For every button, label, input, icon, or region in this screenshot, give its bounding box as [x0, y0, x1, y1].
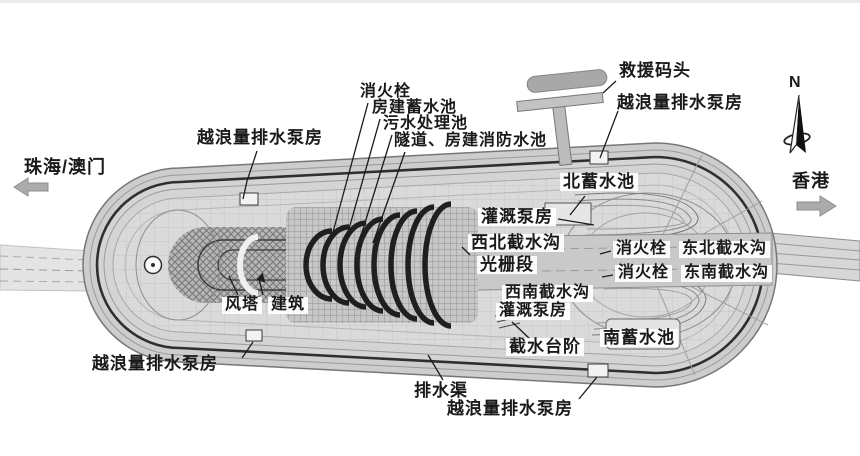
- east-exit-road: [769, 232, 860, 282]
- label-row-southeast: 消火栓东南截水沟: [615, 264, 773, 282]
- label-rescue-dock: 救援码头: [619, 61, 691, 80]
- pump-house-nw: [239, 192, 259, 206]
- west-end-details: [135, 209, 312, 321]
- label-overtopping-pump-s: 越浪量排水泵房: [447, 399, 573, 418]
- label-overtopping-pump-ne: 越浪量排水泵房: [617, 93, 743, 112]
- label-fire-hydrant-se: 消火栓: [615, 264, 673, 282]
- pump-house-sw: [245, 329, 263, 342]
- label-building: 建筑: [268, 296, 309, 314]
- label-southeast-ditch: 东南截水沟: [681, 264, 773, 282]
- light-shed-arcs: [286, 201, 478, 329]
- label-sewage-pool: 污水处理池: [383, 115, 469, 132]
- west-approach-road: [0, 244, 91, 292]
- compass-north-label: N: [789, 74, 802, 91]
- direction-east-label: 香港: [792, 171, 830, 191]
- rescue-dock-structure: [516, 69, 608, 167]
- label-building-reservoir: 房建蓄水池: [372, 99, 458, 116]
- label-irrigation-pump-north: 灌溉泵房: [478, 208, 556, 226]
- label-northeast-ditch: 东北截水沟: [679, 240, 771, 258]
- direction-west-label: 珠海/澳门: [24, 157, 107, 177]
- label-wind-tower: 风塔: [222, 296, 263, 314]
- compass-needle-icon: [783, 94, 811, 154]
- west-arrow-icon: [13, 177, 49, 197]
- direction-arrows: [13, 177, 837, 217]
- label-irrigation-pump-south: 灌溉泵房: [496, 302, 571, 320]
- leader-lines: [228, 80, 619, 400]
- pump-house-ne: [589, 150, 609, 165]
- pump-house-s: [587, 363, 609, 378]
- label-north-reservoir: 北蓄水池: [560, 173, 638, 191]
- label-fire-hydrant-top: 消火栓: [360, 83, 412, 100]
- label-intercept-steps: 截水台阶: [506, 338, 584, 356]
- label-south-reservoir: 南蓄水池: [600, 329, 678, 347]
- label-tunnel-fire-pool: 隧道、房建消防水池: [394, 132, 548, 149]
- east-arrow-icon: [796, 195, 837, 217]
- label-overtopping-pump-nw: 越浪量排水泵房: [197, 128, 323, 147]
- label-southwest-ditch: 西南截水沟: [502, 284, 594, 302]
- label-overtopping-pump-sw: 越浪量排水泵房: [92, 354, 218, 373]
- building-roof-arc: [237, 234, 259, 296]
- label-northwest-ditch: 西北截水沟: [468, 234, 564, 252]
- label-row-northeast: 消火栓东北截水沟: [613, 240, 771, 258]
- label-drainage-channel: 排水渠: [414, 381, 468, 400]
- label-fire-hydrant-ne: 消火栓: [613, 240, 671, 258]
- label-grating-section: 光栅段: [477, 256, 537, 274]
